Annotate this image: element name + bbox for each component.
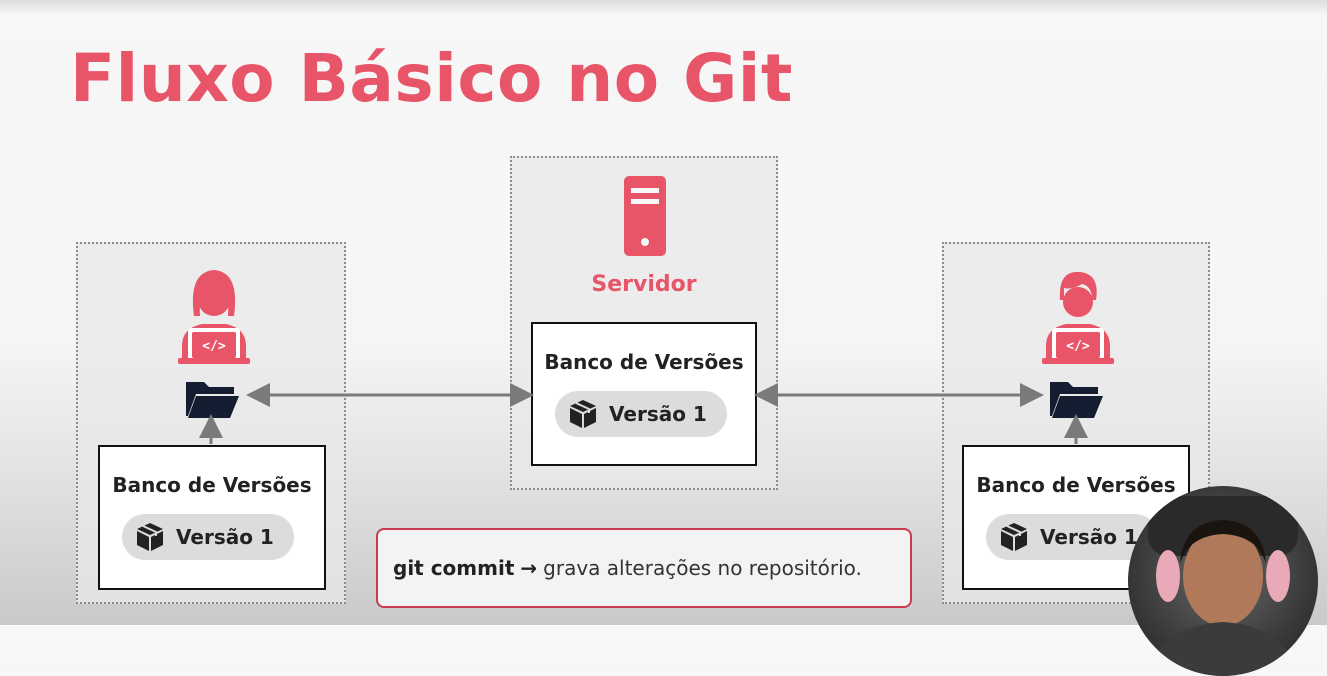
package-box-icon	[1001, 523, 1027, 551]
left-repo-box: Banco de Versões Versão 1	[98, 445, 326, 590]
developer-woman-icon: </>	[178, 270, 250, 364]
package-box-icon	[137, 523, 163, 551]
server-repo-box: Banco de Versões Versão 1	[531, 322, 757, 466]
package-box-icon	[570, 400, 596, 428]
laptop-code-label: </>	[202, 339, 226, 354]
arrow-overlay	[199, 383, 1088, 444]
command-name: git commit	[393, 556, 515, 580]
right-repo-title: Banco de Versões	[976, 473, 1176, 497]
server-version-pill: Versão 1	[555, 391, 727, 437]
laptop-code-label: </>	[1066, 339, 1090, 354]
command-description: grava alterações no repositório.	[543, 556, 862, 580]
server-repo-title: Banco de Versões	[544, 350, 744, 374]
command-box: git commit → grava alterações no reposit…	[376, 528, 912, 608]
left-version-label: Versão 1	[176, 525, 274, 549]
presenter-webcam	[1128, 486, 1318, 676]
server-version-label: Versão 1	[609, 402, 707, 426]
top-shade	[0, 0, 1327, 14]
server-label: Servidor	[591, 272, 697, 297]
left-version-pill: Versão 1	[122, 514, 294, 560]
server-icon	[624, 176, 666, 256]
developer-man-icon: </>	[1042, 271, 1114, 364]
right-arrow-icon: →	[520, 556, 538, 580]
presenter-avatar	[1148, 496, 1298, 676]
folder-icon	[1050, 382, 1103, 418]
folder-icon	[186, 382, 239, 418]
left-repo-title: Banco de Versões	[112, 473, 312, 497]
slide-title: Fluxo Básico no Git	[70, 40, 793, 117]
right-version-pill: Versão 1	[986, 514, 1158, 560]
right-version-label: Versão 1	[1040, 525, 1138, 549]
